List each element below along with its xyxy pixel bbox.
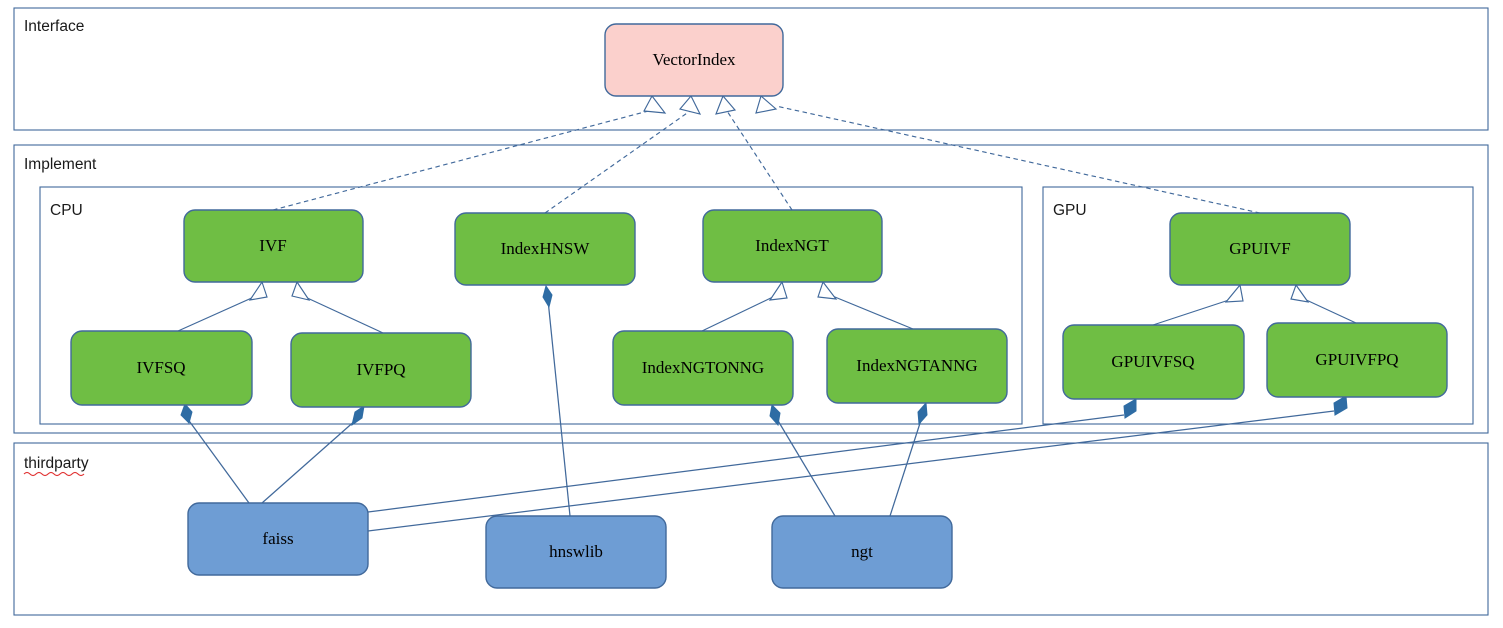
node-indexngtanng-rect[interactable] bbox=[826, 328, 1008, 404]
node-indexngt-label: IndexNGT bbox=[755, 236, 829, 255]
hollow-triangle-icon bbox=[248, 280, 268, 301]
node-indexngt-rect[interactable] bbox=[702, 209, 883, 283]
node-ivf-label: IVF bbox=[259, 236, 286, 255]
edge-ngt-to-indexngtanng bbox=[889, 401, 928, 517]
node-vectorindex-label: VectorIndex bbox=[652, 50, 736, 69]
edge-hnswlib-to-indexhnsw bbox=[542, 284, 571, 517]
node-layer: VectorIndex IVF IndexHNSW IndexNGT IVFSQ bbox=[70, 23, 1448, 589]
hollow-triangle-icon bbox=[817, 280, 838, 300]
node-gpuivf[interactable]: GPUIVF bbox=[1169, 212, 1351, 286]
node-ivf[interactable]: IVF bbox=[183, 209, 364, 283]
edge-gpuivfpq-to-gpuivf bbox=[1290, 283, 1357, 324]
filled-diamond-icon bbox=[1123, 398, 1137, 419]
filled-diamond-icon bbox=[542, 284, 553, 309]
node-faiss-label: faiss bbox=[262, 529, 293, 548]
edge-indexngtonng-to-indexngt bbox=[701, 280, 788, 332]
hollow-triangle-icon bbox=[715, 94, 737, 115]
edge-ivf-to-vectorindex bbox=[272, 94, 667, 211]
filled-diamond-icon bbox=[917, 401, 928, 426]
node-indexngtonng-rect[interactable] bbox=[612, 330, 794, 406]
node-ngt-rect[interactable] bbox=[771, 515, 953, 589]
edge-ngt-to-indexngtonng bbox=[769, 403, 836, 517]
filled-diamond-icon bbox=[351, 404, 365, 427]
node-indexhnsw-label: IndexHNSW bbox=[501, 239, 591, 258]
node-indexngt[interactable]: IndexNGT bbox=[702, 209, 883, 283]
group-thirdparty-label: thirdparty bbox=[24, 455, 89, 472]
hollow-triangle-icon bbox=[768, 280, 788, 301]
hollow-triangle-icon bbox=[1224, 283, 1244, 303]
node-gpuivfsq-rect[interactable] bbox=[1062, 324, 1245, 400]
hollow-triangle-icon bbox=[678, 94, 702, 115]
node-hnswlib-label: hnswlib bbox=[549, 542, 603, 561]
node-gpuivf-label: GPUIVF bbox=[1229, 239, 1290, 258]
node-indexngtonng-label: IndexNGTONNG bbox=[642, 358, 764, 377]
hollow-triangle-icon bbox=[1290, 283, 1310, 303]
edge-ivfsq-to-ivf bbox=[177, 280, 268, 332]
edge-gpuivfsq-to-gpuivf bbox=[1152, 283, 1244, 326]
edge-indexngtanng-to-indexngt bbox=[817, 280, 914, 330]
node-ivfpq[interactable]: IVFPQ bbox=[290, 332, 472, 408]
node-indexhnsw[interactable]: IndexHNSW bbox=[454, 212, 636, 286]
node-faiss[interactable]: faiss bbox=[187, 502, 369, 576]
node-indexngtonng[interactable]: IndexNGTONNG bbox=[612, 330, 794, 406]
hollow-triangle-icon bbox=[755, 94, 778, 114]
filled-diamond-icon bbox=[180, 403, 193, 424]
node-gpuivf-rect[interactable] bbox=[1169, 212, 1351, 286]
group-cpu-label: CPU bbox=[50, 202, 83, 219]
node-gpuivfpq-rect[interactable] bbox=[1266, 322, 1448, 398]
node-indexhnsw-rect[interactable] bbox=[454, 212, 636, 286]
node-hnswlib-rect[interactable] bbox=[485, 515, 667, 589]
hollow-triangle-icon bbox=[643, 94, 667, 114]
spellcheck-underline-icon bbox=[23, 471, 85, 477]
filled-diamond-icon bbox=[769, 403, 781, 427]
node-ivfsq[interactable]: IVFSQ bbox=[70, 330, 253, 406]
hollow-triangle-icon bbox=[291, 280, 311, 301]
node-vectorindex-rect[interactable] bbox=[604, 23, 784, 97]
node-hnswlib[interactable]: hnswlib bbox=[485, 515, 667, 589]
group-implement-label: Implement bbox=[24, 156, 97, 173]
node-indexngtanng-label: IndexNGTANNG bbox=[856, 356, 977, 375]
node-indexngtanng[interactable]: IndexNGTANNG bbox=[826, 328, 1008, 404]
edge-faiss-to-ivfsq bbox=[180, 403, 250, 504]
edge-faiss-to-gpuivfpq bbox=[367, 395, 1348, 532]
filled-diamond-icon bbox=[1333, 395, 1348, 416]
node-ngt[interactable]: ngt bbox=[771, 515, 953, 589]
edge-indexngt-to-vectorindex bbox=[715, 94, 793, 211]
node-ivfsq-label: IVFSQ bbox=[136, 358, 185, 377]
edge-ivfpq-to-ivf bbox=[291, 280, 384, 334]
node-ngt-label: ngt bbox=[851, 542, 873, 561]
edge-faiss-to-gpuivfsq bbox=[367, 398, 1137, 513]
node-gpuivfpq[interactable]: GPUIVFPQ bbox=[1266, 322, 1448, 398]
edge-faiss-to-ivfpq bbox=[261, 404, 365, 504]
node-ivf-rect[interactable] bbox=[183, 209, 364, 283]
node-ivfsq-rect[interactable] bbox=[70, 330, 253, 406]
edge-layer bbox=[177, 94, 1357, 532]
edge-gpuivf-to-vectorindex bbox=[755, 94, 1261, 214]
node-ivfpq-rect[interactable] bbox=[290, 332, 472, 408]
edge-indexhnsw-to-vectorindex bbox=[544, 94, 702, 214]
group-interface-label: Interface bbox=[24, 18, 84, 35]
node-gpuivfsq[interactable]: GPUIVFSQ bbox=[1062, 324, 1245, 400]
group-gpu-label: GPU bbox=[1053, 202, 1087, 219]
node-faiss-rect[interactable] bbox=[187, 502, 369, 576]
node-gpuivfpq-label: GPUIVFPQ bbox=[1315, 350, 1398, 369]
node-vectorindex[interactable]: VectorIndex bbox=[604, 23, 784, 97]
node-ivfpq-label: IVFPQ bbox=[356, 360, 405, 379]
node-gpuivfsq-label: GPUIVFSQ bbox=[1111, 352, 1194, 371]
